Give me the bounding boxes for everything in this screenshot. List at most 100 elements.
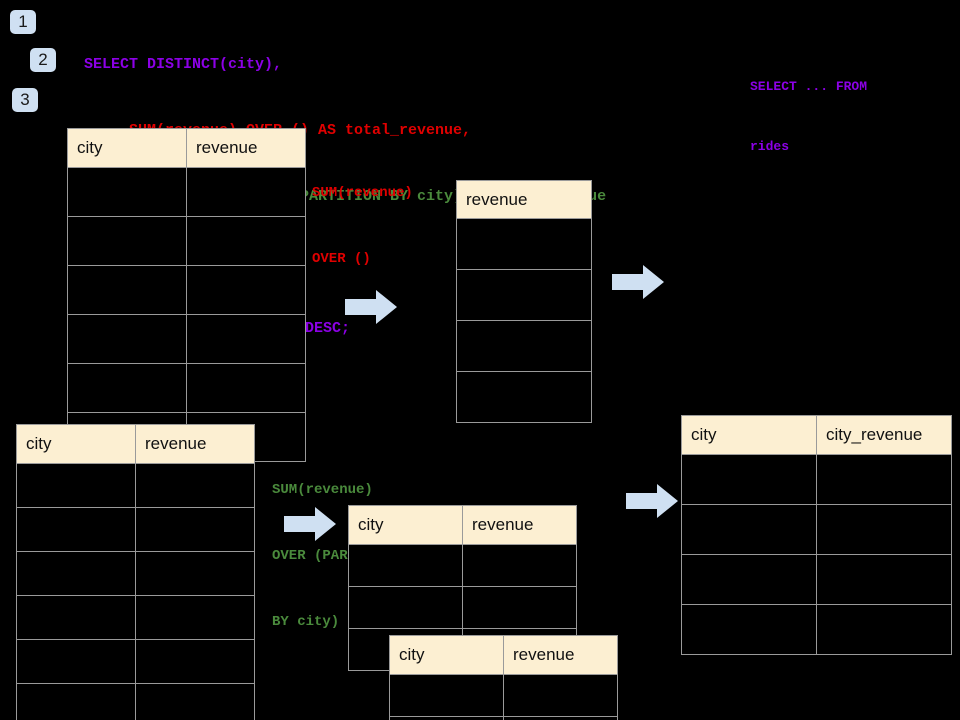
table-cell: [67, 265, 187, 315]
annotation-sum-over-empty-line-1: SUM(revenue): [312, 185, 413, 201]
table-cell: [16, 683, 136, 720]
table-cell: [16, 507, 136, 552]
side-note-line-1: SELECT ... FROM: [750, 79, 868, 94]
table-cell: [16, 639, 136, 684]
column-header-city: city: [681, 415, 817, 455]
column-header-city: city: [67, 128, 187, 168]
column-header-city: city: [16, 424, 136, 464]
table-row: [389, 674, 618, 717]
table-row: [456, 320, 592, 372]
table-row: [67, 167, 306, 217]
rides-source-table-partitioned: city revenue: [16, 424, 255, 720]
column-header-city: city: [389, 635, 504, 675]
side-note-line-2: rides: [750, 139, 790, 154]
table-body: [681, 454, 952, 655]
arrow-partition-to-result: [626, 484, 678, 518]
table-row: [348, 544, 577, 587]
table-cell: [186, 167, 306, 217]
table-cell: [456, 218, 592, 270]
table-cell: [456, 371, 592, 423]
table-cell: [456, 269, 592, 321]
table-cell: [456, 320, 592, 372]
table-row: [456, 269, 592, 321]
table-cell: [135, 463, 255, 508]
table-body: [67, 167, 306, 462]
table-cell: [135, 683, 255, 720]
arrow-source-to-partition: [284, 507, 336, 541]
table-row: [67, 265, 306, 315]
annotation-sum-over-partition-line-1: SUM(revenue): [272, 482, 373, 498]
table-cell: [186, 265, 306, 315]
table-body: [456, 218, 592, 423]
table-row: [681, 604, 952, 655]
step-badge-1: 1: [10, 10, 36, 34]
table-row: [681, 554, 952, 605]
table-header-row: revenue: [456, 180, 592, 219]
table-body: [16, 463, 255, 720]
table-cell: [186, 314, 306, 364]
column-header-city: city: [348, 505, 463, 545]
table-cell: [186, 216, 306, 266]
total-revenue-table: revenue: [456, 180, 592, 423]
table-cell: [816, 604, 952, 655]
column-header-revenue: revenue: [186, 128, 306, 168]
table-row: [16, 639, 255, 684]
table-row: [67, 363, 306, 413]
column-header-revenue: revenue: [462, 505, 577, 545]
table-cell: [681, 504, 817, 555]
table-row: [389, 716, 618, 720]
table-cell: [681, 604, 817, 655]
table-row: [16, 595, 255, 640]
annotation-sum-over-partition-line-3: BY city): [272, 614, 340, 630]
table-row: [16, 507, 255, 552]
column-header-revenue: revenue: [135, 424, 255, 464]
table-row: [16, 551, 255, 596]
table-header-row: city revenue: [67, 128, 306, 168]
table-cell: [462, 544, 577, 587]
table-header-row: city city_revenue: [681, 415, 952, 455]
table-cell: [135, 595, 255, 640]
table-cell: [67, 216, 187, 266]
table-cell: [816, 504, 952, 555]
table-cell: [135, 551, 255, 596]
table-cell: [389, 716, 504, 720]
rides-source-table: city revenue: [67, 128, 306, 462]
table-cell: [186, 363, 306, 413]
table-cell: [135, 507, 255, 552]
table-row: [681, 504, 952, 555]
annotation-sum-over-empty: SUM(revenue) OVER (): [312, 138, 413, 314]
table-cell: [67, 314, 187, 364]
table-cell: [816, 554, 952, 605]
arrow-source-to-total: [345, 290, 397, 324]
table-cell: [816, 454, 952, 505]
step-badge-3: 3: [12, 88, 38, 112]
partition-group-front-table: city revenue: [389, 635, 618, 720]
table-header-row: city revenue: [389, 635, 618, 675]
arrow-total-to-result: [612, 265, 664, 299]
table-cell: [16, 463, 136, 508]
table-cell: [503, 674, 618, 717]
column-header-revenue: revenue: [456, 180, 592, 219]
table-row: [67, 216, 306, 266]
table-cell: [503, 716, 618, 720]
annotation-sum-over-empty-line-2: OVER (): [312, 251, 371, 267]
table-cell: [348, 544, 463, 587]
table-cell: [681, 554, 817, 605]
side-note-select-from: SELECT ... FROM rides: [750, 37, 867, 197]
table-cell: [681, 454, 817, 505]
column-header-city-revenue: city_revenue: [816, 415, 952, 455]
column-header-revenue: revenue: [503, 635, 618, 675]
table-row: [16, 683, 255, 720]
table-cell: [389, 674, 504, 717]
table-body: [389, 674, 618, 720]
step-badge-2: 2: [30, 48, 56, 72]
table-row: [456, 371, 592, 423]
table-cell: [16, 551, 136, 596]
table-cell: [348, 586, 463, 629]
table-cell: [135, 639, 255, 684]
table-row: [348, 586, 577, 629]
table-header-row: city revenue: [16, 424, 255, 464]
sql-line-select: SELECT DISTINCT(city),: [84, 56, 283, 73]
table-row: [16, 463, 255, 508]
